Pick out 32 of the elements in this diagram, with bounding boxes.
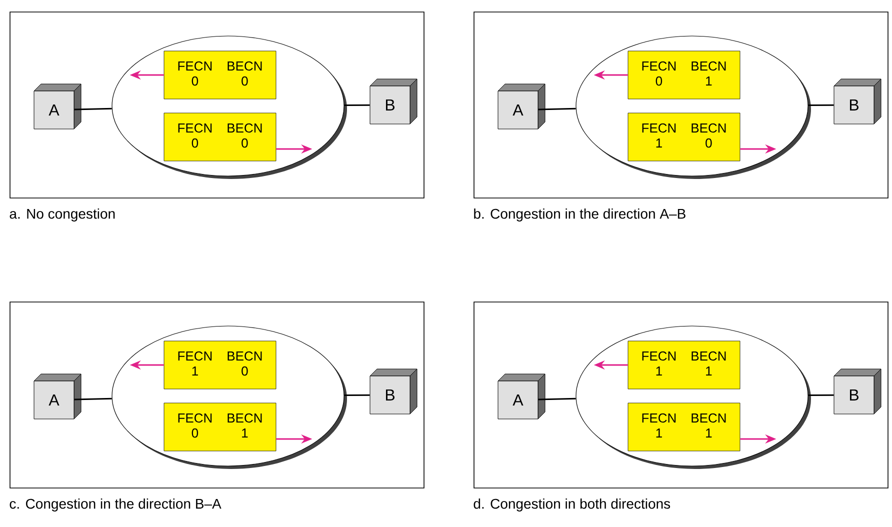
frame-header-box: FECN BECN 1 1 bbox=[628, 340, 740, 390]
frame-header-box: FECN BECN 1 0 bbox=[628, 112, 740, 162]
panel-caption: a. No congestion bbox=[10, 208, 115, 222]
panel-frame bbox=[10, 302, 424, 488]
link-line bbox=[344, 394, 370, 396]
station-box: B bbox=[834, 78, 882, 124]
panel-frame bbox=[10, 12, 424, 198]
panel-frame bbox=[474, 12, 888, 198]
frame-header-box: FECN BECN 0 1 bbox=[628, 50, 740, 100]
link-line bbox=[538, 108, 576, 110]
link-line bbox=[808, 104, 834, 106]
station-box: B bbox=[834, 368, 882, 414]
frame-header-box: FECN BECN 0 0 bbox=[164, 50, 276, 100]
link-line bbox=[808, 394, 834, 396]
frame-header-box: FECN BECN 0 1 bbox=[164, 402, 276, 452]
station-box: B bbox=[370, 78, 418, 124]
station-box: A bbox=[34, 84, 82, 130]
station-box: A bbox=[498, 374, 546, 420]
link-line bbox=[74, 108, 112, 110]
panel-caption: b. Congestion in the direction A–B bbox=[474, 208, 686, 222]
link-line bbox=[344, 104, 370, 106]
station-box: B bbox=[370, 368, 418, 414]
panel-frame bbox=[474, 302, 888, 488]
panel-caption: d. Congestion in both directions bbox=[474, 498, 670, 512]
station-box: A bbox=[34, 374, 82, 420]
station-box: A bbox=[498, 84, 546, 130]
panel-caption: c. Congestion in the direction B–A bbox=[10, 498, 222, 512]
frame-header-box: FECN BECN 0 0 bbox=[164, 112, 276, 162]
frame-header-box: FECN BECN 1 1 bbox=[628, 402, 740, 452]
link-line bbox=[74, 398, 112, 400]
link-line bbox=[538, 398, 576, 400]
frame-header-box: FECN BECN 1 0 bbox=[164, 340, 276, 390]
